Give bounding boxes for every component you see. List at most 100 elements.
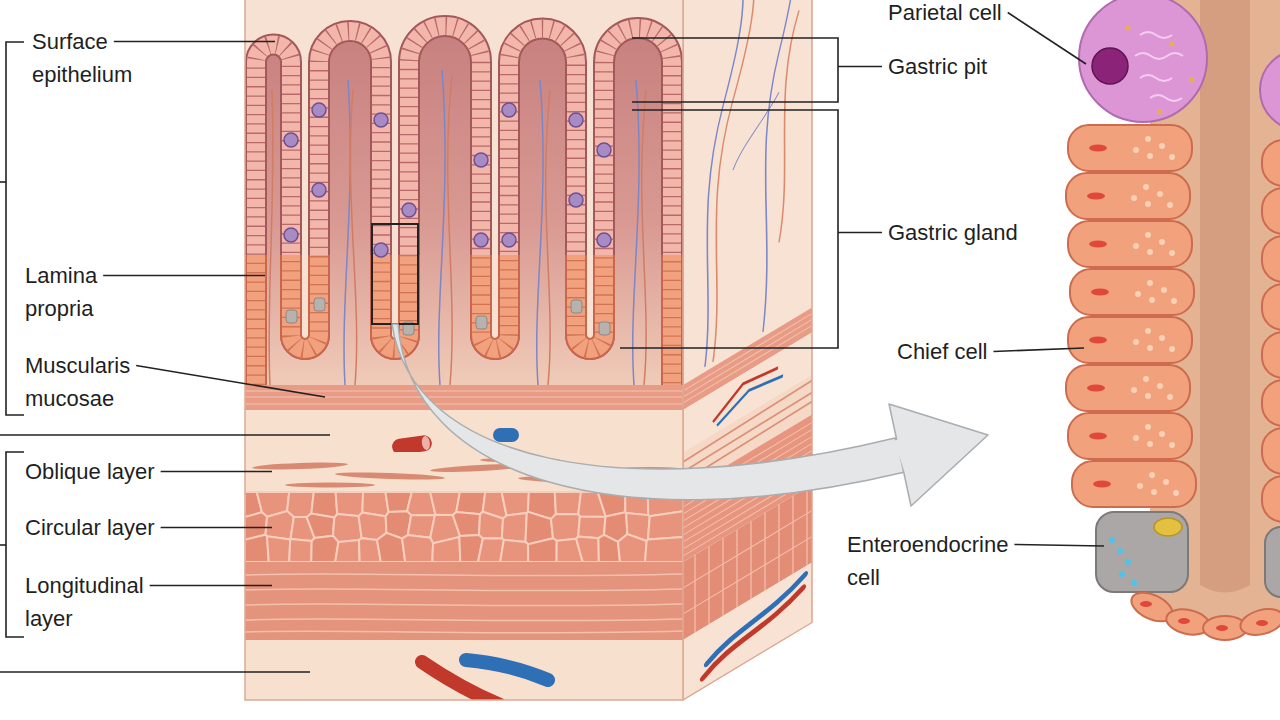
blood-vessel <box>546 90 550 385</box>
part-label: Lamina propria <box>25 259 145 325</box>
leader-line <box>161 471 272 473</box>
parietal-cell-symbol <box>284 228 298 242</box>
muscle-bundle <box>479 512 503 539</box>
block-side-face <box>779 10 799 242</box>
part-label: Gastric gland <box>888 216 1018 249</box>
muscle-bundle <box>267 536 290 562</box>
magnified-gland <box>1117 548 1123 554</box>
blood-vessel <box>439 70 445 385</box>
magnified-gland <box>1109 537 1115 543</box>
blood-vessel <box>344 80 350 385</box>
enteroendocrine-cell-symbol <box>286 298 610 335</box>
blood-vessel <box>493 428 519 442</box>
magnified-gland <box>1135 32 1183 101</box>
blood-vessel <box>448 76 452 385</box>
muscle-bundle <box>576 537 599 562</box>
muscle-bundle <box>287 492 314 517</box>
magnify-arrow <box>896 440 906 470</box>
part-label: Gastric pit <box>888 50 987 83</box>
blood-vessel <box>537 80 543 385</box>
magnify-arrow <box>392 324 988 506</box>
muscle-bundle <box>648 511 683 539</box>
muscularis-mucosae-layer <box>245 385 683 410</box>
enteroendocrine-cell-symbol <box>599 322 610 335</box>
magnified-gland <box>1125 559 1131 565</box>
magnified-gland <box>1262 428 1280 474</box>
muscle-bundle <box>502 492 529 515</box>
leader-line <box>1014 545 1104 547</box>
magnified-gland <box>1127 587 1280 640</box>
magnified-gland <box>1070 269 1194 315</box>
muscle-bundle <box>578 517 605 538</box>
magnify-arrow <box>889 404 988 506</box>
muscle-bundle <box>500 540 528 562</box>
parietal-cell-symbol <box>284 103 611 257</box>
magnified-gland <box>1126 26 1131 31</box>
magnified-gland <box>1068 125 1192 171</box>
muscle-bundle <box>307 514 335 538</box>
gland-base-cells <box>256 255 672 385</box>
parietal-cell-symbol <box>312 103 326 117</box>
layer-bracket <box>0 544 6 546</box>
muscle-bundle <box>502 513 527 542</box>
magnified-gland <box>1140 75 1172 81</box>
gland-base-cells <box>256 255 672 385</box>
surface-epithelium <box>256 26 672 385</box>
muscle-bundle <box>555 492 581 514</box>
magnified-gland <box>1262 380 1280 426</box>
longitudinal-layer <box>245 562 683 640</box>
blood-vessel <box>269 90 273 385</box>
magnified-gland <box>1262 188 1280 234</box>
blood-vessel <box>466 660 548 680</box>
leader-line <box>103 275 265 277</box>
magnified-gland <box>1066 173 1190 219</box>
part-label: Chief cell <box>897 335 987 368</box>
block-side-face <box>683 562 812 700</box>
block-side-face <box>733 92 779 170</box>
enteroendocrine-cell-symbol <box>314 298 325 311</box>
part-label: Surface epithelium <box>32 25 182 91</box>
gland-bracket <box>632 38 838 102</box>
magnified-gland <box>1170 42 1175 47</box>
block-edge <box>245 0 683 700</box>
magnified-gland <box>1262 236 1280 282</box>
muscle-fibre <box>245 391 683 404</box>
enteroendocrine-cell-symbol <box>476 316 487 329</box>
leader-line <box>1008 13 1086 65</box>
muscle-bundle <box>528 538 557 562</box>
muscle-bundle <box>245 535 269 562</box>
leader-line <box>993 348 1084 352</box>
block-side-face <box>707 575 805 664</box>
muscle-fibre <box>252 461 348 470</box>
magnified-gland <box>1092 48 1128 84</box>
gland-base-cells <box>256 255 672 385</box>
block-side-face <box>683 0 812 700</box>
parietal-cell-symbol <box>284 133 298 147</box>
magnified-gland <box>1158 110 1163 115</box>
magnified-gland <box>1131 580 1137 586</box>
magnified-gland <box>1066 0 1280 640</box>
leader-line <box>136 366 325 398</box>
parietal-cell-symbol <box>374 113 388 127</box>
part-label: Oblique layer <box>25 455 155 488</box>
magnified-gland <box>1154 518 1182 536</box>
magnified-gland <box>1256 620 1268 626</box>
muscle-bundle <box>377 533 405 562</box>
parietal-cell-symbol <box>402 203 416 217</box>
muscle-bundle <box>335 540 360 562</box>
magnified-gland <box>1126 26 1195 115</box>
block-side-face <box>703 588 803 678</box>
muscle-bundle <box>432 537 460 562</box>
muscle-bundle <box>456 492 485 514</box>
enteroendocrine-cell-symbol <box>571 300 582 313</box>
magnified-gland <box>1068 317 1192 363</box>
parietal-cell-symbol <box>312 183 326 197</box>
magnify-arrow <box>392 324 905 500</box>
magnified-gland <box>1119 571 1125 577</box>
magnified-gland <box>1262 140 1280 186</box>
layer-bracket <box>6 42 24 415</box>
magnified-gland <box>1260 50 1280 130</box>
muscle-bundle <box>598 535 620 562</box>
